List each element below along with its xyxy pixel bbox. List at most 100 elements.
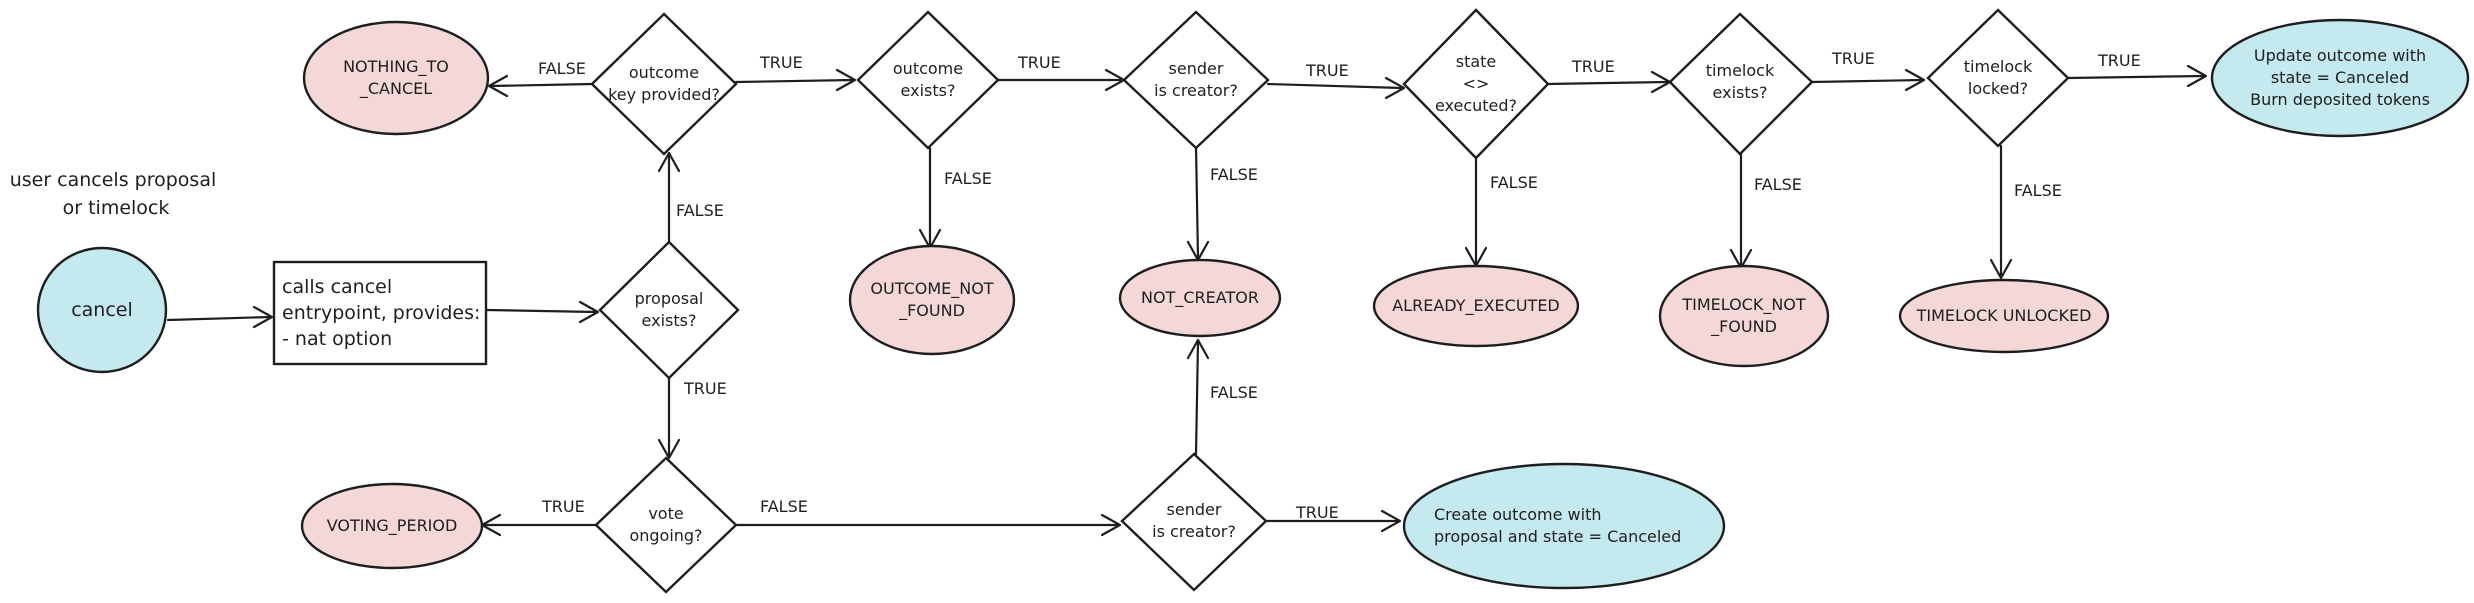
label-false-sender-bottom: FALSE [760,497,808,516]
outcome-not-found-label: OUTCOME_NOT_FOUND [870,279,993,321]
edge-timelock-exists-to-not-found [1729,152,1753,270]
sender-is-creator-bottom-label: sender is creator? [1152,500,1236,541]
node-timelock-exists: timelock exists? [1668,12,1814,156]
already-executed-label-line: ALREADY_EXECUTED [1392,296,1560,316]
node-create-outcome: Create outcome with proposal and state = … [1402,462,1726,590]
outcome-key-provided-label-line: outcome [629,63,699,82]
label-true-vote-ongoing: TRUE [683,379,727,398]
timelock-locked-label-line: timelock [1964,57,2033,76]
sender-is-creator-top-label-line: is creator? [1154,81,1238,100]
timelock-locked-label: timelock locked? [1964,57,2033,98]
timelock-locked-label-line: locked? [1968,79,2028,98]
edge-cancel-to-calls [166,305,274,329]
edges [166,64,2208,537]
edge-state-executed-to-already [1464,156,1488,268]
node-already-executed: ALREADY_EXECUTED [1372,264,1580,348]
state-executed-label-line: state [1456,52,1497,71]
diagram-caption: user cancels proposal or timelock [10,169,223,219]
update-outcome-label-line: Update outcome with [2254,46,2426,65]
edge-timelock-locked-to-unlocked [1989,144,2013,280]
node-state-executed: state <> executed? [1402,8,1550,160]
label-true-sender-top: TRUE [1017,53,1061,72]
edge-sender-top-to-not-creator [1186,144,1210,262]
state-executed-label-line: executed? [1435,96,1517,115]
timelock-not-found-label-line: TIMELOCK_NOT [1681,295,1806,315]
cancel-label-line: cancel [71,299,133,321]
create-outcome-label-line: Create outcome with [1434,505,1602,524]
label-false-outcome-not-found: FALSE [944,169,992,188]
edge-sender-bottom-to-not-creator [1186,338,1210,456]
create-outcome-label: Create outcome with proposal and state = … [1434,505,1681,546]
state-executed-label-line: <> [1463,74,1490,93]
node-voting-period: VOTING_PERIOD [300,482,484,570]
sender-is-creator-bottom-label-line: is creator? [1152,522,1236,541]
node-outcome-not-found: OUTCOME_NOT_FOUND [848,244,1016,356]
calls-box-label: calls cancel entrypoint, provides: - nat o… [282,276,480,350]
edge-sender-top-to-state-executed [1266,76,1406,100]
proposal-exists-label-line: proposal [635,289,704,308]
label-false-not-creator-bottom: FALSE [1210,383,1258,402]
node-not-creator: NOT_CREATOR [1118,258,1282,338]
edge-sender-bottom-to-create-outcome [1264,509,1402,533]
outcome-not-found-label-line: _FOUND [898,301,965,321]
sender-is-creator-bottom-label-line: sender [1167,500,1222,519]
outcome-key-provided-label: outcome key provided? [608,63,720,104]
edge-vote-ongoing-to-voting-period [480,513,598,537]
calls-box-label-line: calls cancel [282,276,392,298]
node-timelock-not-found: TIMELOCK_NOT_FOUND [1658,264,1830,368]
label-false-outcome-key: FALSE [676,201,724,220]
nodes: cancel calls cancel entrypoint, provides:… [36,8,2470,594]
label-false-timelock-unlocked: FALSE [2014,181,2062,200]
sender-is-creator-top-label: sender is creator? [1154,59,1238,100]
node-sender-is-creator-top: sender is creator? [1122,10,1270,150]
not-creator-label-line: NOT_CREATOR [1141,288,1259,308]
label-true-update: TRUE [2097,51,2141,70]
label-false-nothing: FALSE [538,59,586,78]
node-timelock-unlocked: TIMELOCK UNLOCKED [1898,278,2110,354]
outcome-key-provided-label-line: key provided? [608,85,720,104]
timelock-exists-label-line: timelock [1706,61,1775,80]
node-calls-cancel-entrypoint: calls cancel entrypoint, provides: - nat o… [272,260,488,366]
node-timelock-locked: timelock locked? [1926,8,2070,148]
calls-box-label-line: entrypoint, provides: [282,302,480,324]
vote-ongoing-label-line: ongoing? [629,526,702,545]
edge-outcome-exists-to-not-found [918,146,942,250]
edge-vote-ongoing-to-sender-bottom [734,513,1122,537]
timelock-exists-label: timelock exists? [1706,61,1775,102]
label-true-timelock-exists: TRUE [1571,57,1615,76]
nothing-to-cancel-label-line: NOTHING_TO [343,57,449,77]
node-outcome-key-provided: outcome key provided? [590,12,738,156]
edge-calls-to-proposal-exists [485,300,600,324]
calls-box-label-line: - nat option [282,328,392,350]
label-true-timelock-locked: TRUE [1831,49,1875,68]
edge-timelock-locked-to-update [2066,64,2208,88]
already-executed-label: ALREADY_EXECUTED [1392,296,1560,316]
nothing-to-cancel-label: NOTHING_TO_CANCEL [343,57,449,99]
node-nothing-to-cancel: NOTHING_TO_CANCEL [302,20,490,136]
label-true-create-outcome: TRUE [1295,503,1339,522]
edge-outcome-key-to-outcome-exists [734,68,857,92]
update-outcome-label-line: Burn deposited tokens [2250,90,2430,109]
timelock-unlocked-label: TIMELOCK UNLOCKED [1916,306,2092,325]
nothing-to-cancel-label-line: _CANCEL [359,79,432,99]
timelock-exists-label-line: exists? [1713,83,1768,102]
outcome-exists-label-line: outcome [893,59,963,78]
voting-period-label-line: VOTING_PERIOD [327,516,458,536]
create-outcome-label-line: proposal and state = Canceled [1434,527,1681,546]
sender-is-creator-top-label-line: sender [1169,59,1224,78]
not-creator-label: NOT_CREATOR [1141,288,1259,308]
edge-outcome-exists-to-sender-top [996,68,1126,92]
update-outcome-label-line: state = Canceled [2271,68,2409,87]
timelock-not-found-label: TIMELOCK_NOT_FOUND [1681,295,1806,337]
state-executed-label: state <> executed? [1435,52,1517,115]
label-true-outcome-exists: TRUE [759,53,803,72]
label-false-timelock-not-found: FALSE [1754,175,1802,194]
